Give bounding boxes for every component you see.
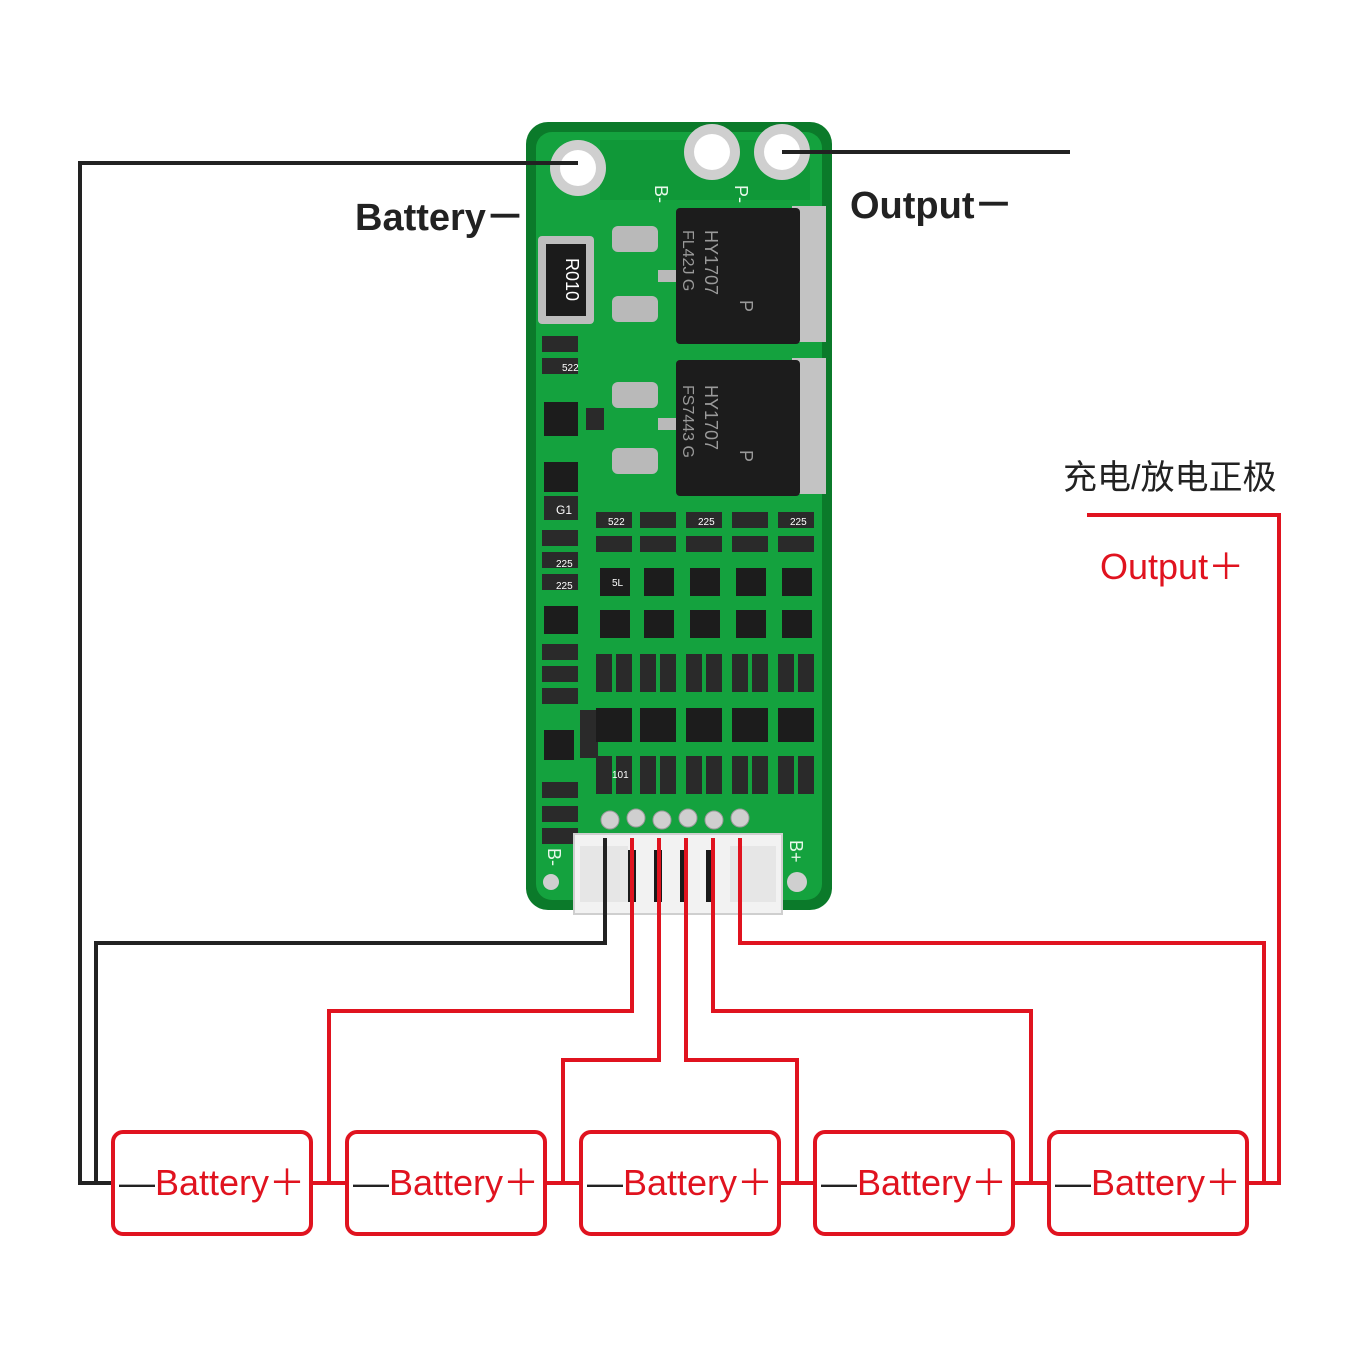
code-label: G1 <box>556 503 572 517</box>
resistor-grid: 522 225 225 101 5L <box>596 512 814 794</box>
cell-name: Battery <box>154 1162 270 1203</box>
shunt-resistor: R010 <box>538 236 594 324</box>
mosfet-1-text-1: HY1707 <box>701 230 721 295</box>
battery-cell-1 <box>111 1130 313 1236</box>
pad-p-minus-label: P- <box>731 185 751 203</box>
mosfet-1-mark: P <box>736 300 756 312</box>
code-label: 5L <box>612 578 624 589</box>
cell-pos-mark: ＋ <box>737 1162 774 1203</box>
code-label: 225 <box>698 517 715 528</box>
battery-cell-3 <box>579 1130 781 1236</box>
cell-neg-mark: — <box>1054 1162 1091 1203</box>
pad-b-minus-label: B- <box>651 185 671 203</box>
mosfet-2-mark: P <box>736 450 756 462</box>
cell-name: Battery <box>856 1162 972 1203</box>
wire-output-pos <box>1087 513 1281 1185</box>
cell-neg-mark: — <box>118 1162 155 1203</box>
shunt-label: R010 <box>562 258 582 301</box>
pad-p-minus-hole-1 <box>684 124 740 180</box>
battery-cell-5-label: —Battery＋ <box>1050 1163 1246 1203</box>
battery-cell-2 <box>345 1130 547 1236</box>
wire-balance-neg <box>94 838 607 1183</box>
battery-cell-3-label: —Battery＋ <box>582 1163 778 1203</box>
code-label: 225 <box>556 559 573 570</box>
charge-discharge-positive-label: 充电/放电正极 <box>1063 459 1277 497</box>
mosfet-2: HY1707 FS7443 G P <box>676 358 826 496</box>
wire-balance-5 <box>738 838 1266 1185</box>
cell-pos-mark: ＋ <box>269 1162 306 1203</box>
cell-name: Battery <box>388 1162 504 1203</box>
code-label: 101 <box>612 770 629 781</box>
left-smd-column: 522 G1 225 225 <box>542 336 604 844</box>
code-label: 522 <box>608 517 625 528</box>
cell-pos-mark: ＋ <box>971 1162 1008 1203</box>
mosfet-1: HY1707 FL42J G P <box>676 206 826 344</box>
bms-pcb-board: B- P- R010 HY1707 FL42J G P HY1707 FS744 <box>526 122 832 915</box>
code-label: 225 <box>790 517 807 528</box>
battery-cell-1-label: —Battery＋ <box>114 1163 310 1203</box>
cell-neg-mark: — <box>352 1162 389 1203</box>
cell-pos-mark: ＋ <box>1205 1162 1242 1203</box>
battery-cell-2-label: —Battery＋ <box>348 1163 544 1203</box>
battery-cell-5 <box>1047 1130 1249 1236</box>
cell-neg-mark: — <box>820 1162 857 1203</box>
mosfet-2-text-2: FS7443 G <box>679 385 696 458</box>
output-negative-label: Output－ <box>850 185 1013 227</box>
code-label: 522 <box>562 363 579 374</box>
cell-pos-mark: ＋ <box>503 1162 540 1203</box>
pad-b-minus-hole <box>550 140 606 196</box>
connector-b-minus-label: B- <box>544 848 564 866</box>
mosfet-2-text-1: HY1707 <box>701 385 721 450</box>
cell-neg-mark: — <box>586 1162 623 1203</box>
battery-cell-4-label: —Battery＋ <box>816 1163 1012 1203</box>
mosfet-1-text-2: FL42J G <box>679 230 696 291</box>
output-positive-label: Output＋ <box>1100 546 1245 587</box>
connector-b-plus-label: B+ <box>786 840 806 863</box>
code-label: 225 <box>556 581 573 592</box>
cell-name: Battery <box>1090 1162 1206 1203</box>
cell-name: Battery <box>622 1162 738 1203</box>
battery-cell-4 <box>813 1130 1015 1236</box>
battery-negative-label: Battery－ <box>355 197 524 239</box>
